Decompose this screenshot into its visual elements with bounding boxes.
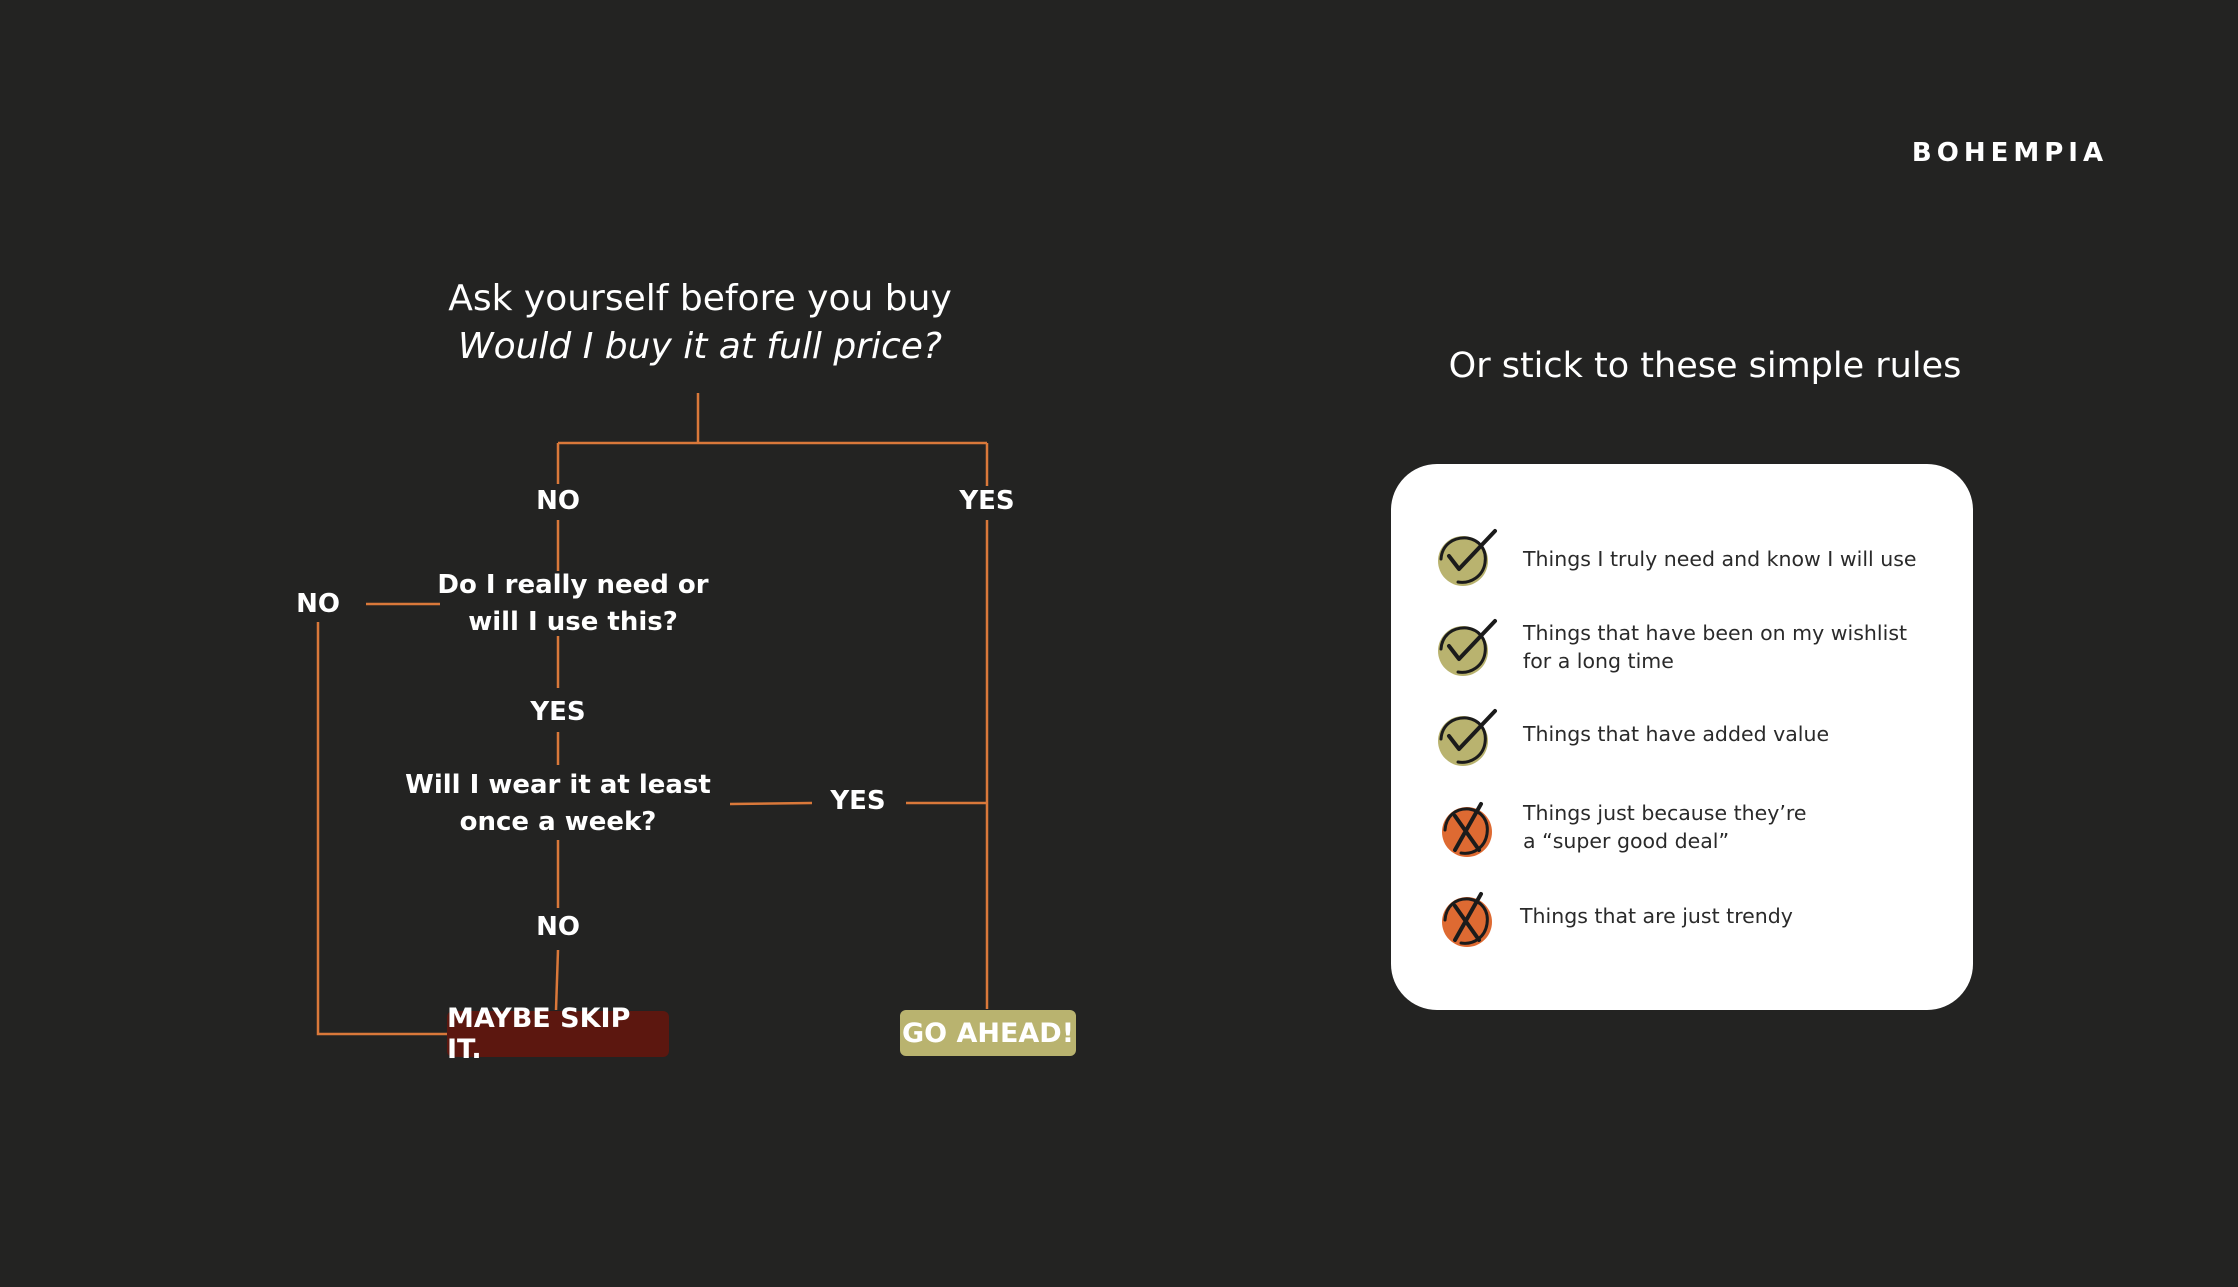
branch-label-yes-top: YES bbox=[959, 486, 1015, 516]
rule-text: Things that have added value bbox=[1523, 722, 1830, 746]
rule-text: Things that have been on my wishlist for… bbox=[1523, 621, 1908, 673]
question-need-or-use: Do I really need or will I use this? bbox=[437, 570, 709, 637]
rule-item: Things just because they’re a “super goo… bbox=[1391, 794, 1973, 864]
connector-no-to-skip bbox=[554, 949, 560, 1011]
question-wear-weekly: Will I wear it at least once a week? bbox=[405, 770, 711, 837]
check-icon bbox=[1438, 619, 1497, 676]
flowchart-title: Ask yourself before you buy bbox=[448, 278, 952, 319]
connector-left-no-to-skip bbox=[316, 622, 447, 1036]
branch-label-no-left: NO bbox=[296, 589, 340, 619]
rule-item: Things I truly need and know I will use bbox=[1391, 524, 1973, 594]
rules-card: Things I truly need and know I will use … bbox=[1391, 464, 1973, 1010]
rule-text: Things just because they’re a “super goo… bbox=[1523, 801, 1807, 853]
rule-item: Things that have added value bbox=[1391, 704, 1973, 774]
branch-label-no-bottom: NO bbox=[536, 912, 580, 942]
cross-icon bbox=[1442, 802, 1492, 857]
check-icon bbox=[1438, 529, 1497, 586]
branch-label-no-top: NO bbox=[536, 486, 580, 516]
rule-item: Things that have been on my wishlist for… bbox=[1391, 614, 1973, 684]
rule-item: Things that are just trendy bbox=[1391, 884, 1973, 954]
outcome-maybe-skip-it: MAYBE SKIP IT. bbox=[447, 1003, 669, 1065]
rule-text: Things that are just trendy bbox=[1520, 904, 1793, 928]
branch-label-yes-mid: YES bbox=[530, 697, 586, 727]
connector-q2-to-yes bbox=[729, 801, 813, 806]
branch-label-yes-right: YES bbox=[830, 786, 886, 816]
outcome-go-ahead: GO AHEAD! bbox=[900, 1010, 1076, 1056]
check-icon bbox=[1438, 709, 1497, 766]
rules-title: Or stick to these simple rules bbox=[1448, 346, 1962, 386]
cross-icon bbox=[1442, 892, 1492, 947]
flowchart-main-question: Would I buy it at full price? bbox=[457, 326, 943, 367]
rule-text: Things I truly need and know I will use bbox=[1523, 547, 1917, 571]
brand-logo: BOHEMPIA bbox=[1911, 138, 2109, 168]
